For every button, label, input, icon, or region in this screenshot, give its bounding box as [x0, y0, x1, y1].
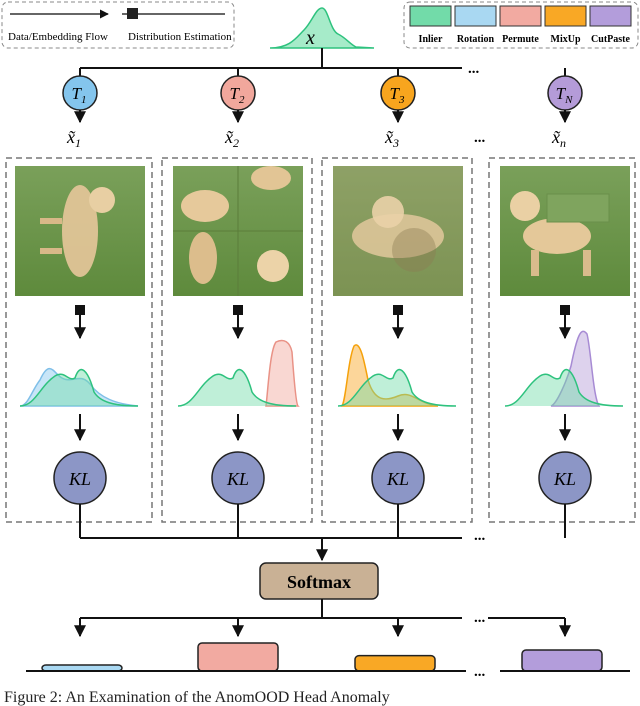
- branch-column-1: T1x̃1KL: [5, 68, 153, 538]
- branch-column-2: T2x̃2KL: [161, 68, 313, 538]
- distribution-label: Distribution Estimation: [128, 31, 232, 43]
- legend-swatch: [499, 5, 542, 27]
- distribution-square-icon: [127, 8, 138, 19]
- augmented-sample-label: x̃2: [224, 127, 239, 150]
- kl-label: KL: [226, 469, 249, 489]
- data-flow-label: Data/Embedding Flow: [8, 31, 108, 43]
- augmented-sample-label: x̃1: [66, 127, 81, 150]
- mid-ellipsis: ...: [474, 130, 486, 146]
- top-ellipsis: ...: [468, 61, 480, 77]
- distribution-square-icon: [393, 305, 403, 315]
- output-score-bar: [354, 654, 436, 672]
- augmented-dog-image: [173, 166, 303, 296]
- softmax-box: Softmax: [259, 562, 379, 600]
- input-distribution: x: [269, 7, 375, 49]
- augmented-sample-label: x̃n: [551, 127, 566, 150]
- kl-label: KL: [68, 469, 91, 489]
- distribution-plot: [177, 339, 300, 407]
- merge-ellipsis: ...: [474, 528, 486, 544]
- legend-swatch: [409, 5, 452, 27]
- input-label: x: [305, 27, 315, 49]
- distribution-plot: [504, 330, 624, 407]
- distribution-square-icon: [233, 305, 243, 315]
- legend-swatch: [544, 5, 587, 27]
- distribution-square-icon: [560, 305, 570, 315]
- augmented-dog-image: [500, 166, 630, 296]
- flow-legend: Data/Embedding Flow Distribution Estimat…: [1, 1, 235, 49]
- branch-box: [161, 157, 313, 523]
- branch-box: [488, 157, 636, 523]
- legend-label: CutPaste: [591, 34, 630, 45]
- bar-ellipsis: ...: [474, 664, 486, 680]
- output-score-bar: [197, 642, 279, 672]
- kl-label: KL: [386, 469, 409, 489]
- legend-label: Permute: [502, 34, 539, 45]
- distribution-square-icon: [75, 305, 85, 315]
- legend-label: MixUp: [551, 34, 581, 45]
- legend-item-mixup: MixUp: [544, 5, 587, 45]
- legend-item-cutpaste: CutPaste: [589, 5, 632, 45]
- legend-item-rotation: Rotation: [454, 5, 497, 45]
- distribution-plot: [19, 367, 139, 407]
- branch-box: [321, 157, 473, 523]
- legend-label: Inlier: [419, 34, 443, 45]
- caption: Figure 2: An Examination of the AnomOOD …: [4, 689, 390, 706]
- legend-item-permute: Permute: [499, 5, 542, 45]
- color-legend: Inlier Rotation Permute MixUp CutPaste: [403, 1, 639, 49]
- output-score-bar: [521, 649, 603, 672]
- legend-swatch: [589, 5, 632, 27]
- legend-label: Rotation: [457, 34, 495, 45]
- legend-swatch: [454, 5, 497, 27]
- out-ellipsis: ...: [474, 610, 486, 626]
- legend-item-inlier: Inlier: [409, 5, 452, 45]
- branch-column-3: T3x̃3KL: [321, 68, 473, 538]
- augmented-dog-image: [333, 166, 463, 296]
- branch-column-4: TNx̃nKL: [488, 68, 636, 538]
- augmented-sample-label: x̃3: [384, 127, 399, 150]
- kl-label: KL: [553, 469, 576, 489]
- distribution-plot: [337, 344, 457, 407]
- augmented-dog-image: [15, 166, 145, 296]
- softmax-label: Softmax: [287, 572, 351, 592]
